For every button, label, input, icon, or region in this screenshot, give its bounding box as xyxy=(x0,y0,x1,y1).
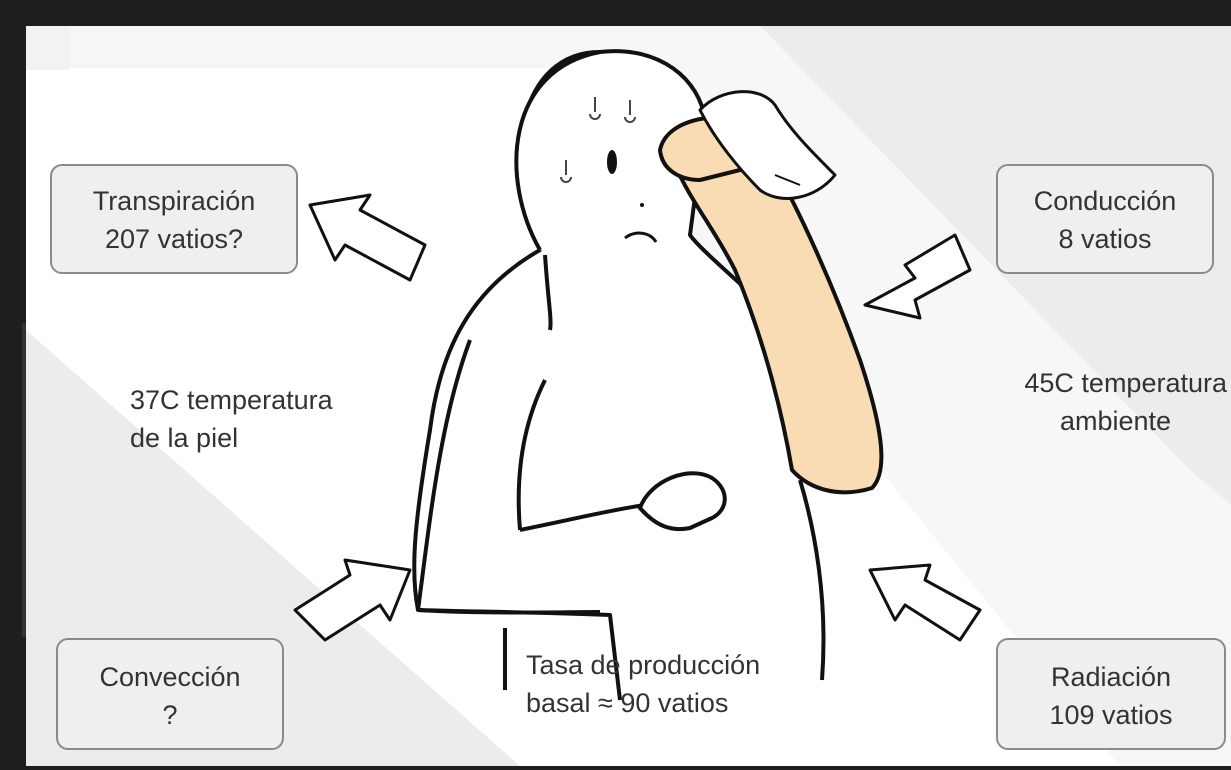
transpiracion-value: 207 vatios? xyxy=(52,220,296,258)
conveccion-title: Convección xyxy=(58,658,282,696)
ambient-temperature-label: 45C temperatura ambiente xyxy=(944,364,1227,440)
bottom-border xyxy=(26,766,1231,770)
radiacion-value: 109 vatios xyxy=(998,696,1224,734)
top-strip xyxy=(70,26,560,68)
skin-temperature-line1: 37C temperatura xyxy=(130,381,333,419)
basal-rate-label: Tasa de producción basal ≈ 90 vatios xyxy=(526,646,760,722)
radiacion-box: Radiación 109 vatios xyxy=(996,638,1226,750)
conduccion-value: 8 vatios xyxy=(998,220,1212,258)
conduccion-title: Conducción xyxy=(998,182,1212,220)
basal-rate-line2: basal ≈ 90 vatios xyxy=(526,684,760,722)
diagram-canvas: Transpiración 207 vatios? Conducción 8 v… xyxy=(26,26,1231,766)
transpiracion-box: Transpiración 207 vatios? xyxy=(50,164,298,274)
corner-block xyxy=(26,26,70,70)
basal-rate-line1: Tasa de producción xyxy=(526,646,760,684)
torso-right xyxy=(800,480,823,680)
conduccion-box: Conducción 8 vatios xyxy=(996,164,1214,274)
left-fist xyxy=(640,473,725,529)
ambient-temperature-line2: ambiente xyxy=(944,402,1227,440)
radiacion-title: Radiación xyxy=(998,658,1224,696)
eye xyxy=(607,150,617,174)
ambient-temperature-line1: 45C temperatura xyxy=(944,364,1227,402)
skin-temperature-line2: de la piel xyxy=(130,419,333,457)
nose xyxy=(640,203,644,207)
skin-temperature-label: 37C temperatura de la piel xyxy=(130,381,333,457)
conveccion-box: Convección ? xyxy=(56,638,284,750)
conveccion-value: ? xyxy=(58,696,282,734)
transpiracion-title: Transpiración xyxy=(52,182,296,220)
